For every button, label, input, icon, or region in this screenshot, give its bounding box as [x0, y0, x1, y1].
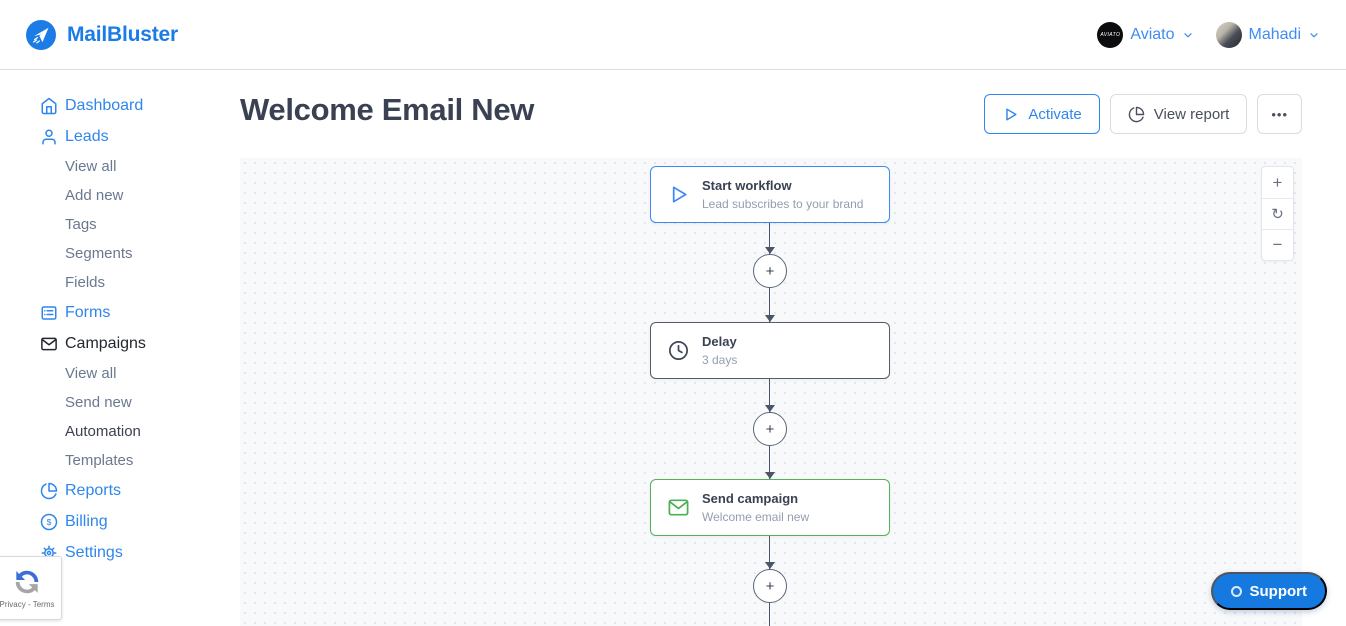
sidebar-item-label: Automation	[65, 422, 141, 440]
mail-icon	[666, 496, 690, 520]
sidebar-item-label: Leads	[65, 128, 109, 145]
sidebar-item-label: Segments	[65, 244, 133, 262]
play-icon	[666, 183, 690, 207]
home-icon	[40, 97, 58, 115]
paper-plane-logo-icon	[26, 19, 56, 50]
zoom-out-button[interactable]: −	[1262, 229, 1293, 260]
play-icon	[1002, 106, 1019, 123]
page-title: Welcome Email New	[240, 92, 535, 127]
send-campaign-node[interactable]: Send campaign Welcome email new	[650, 479, 890, 536]
minus-icon: −	[1272, 235, 1283, 254]
add-step-button[interactable]: +	[753, 412, 787, 446]
arrow-down-icon	[765, 562, 775, 569]
sidebar-item-leads-add-new[interactable]: Add new	[0, 185, 240, 205]
start-workflow-node[interactable]: Start workflow Lead subscribes to your b…	[650, 166, 890, 223]
mailbluster-logo[interactable]: MailBluster	[26, 19, 178, 50]
node-subtitle: Lead subscribes to your brand	[702, 197, 864, 211]
sidebar-item-segments[interactable]: Segments	[0, 243, 240, 263]
plus-icon: +	[765, 420, 775, 438]
arrow-down-icon	[765, 315, 775, 322]
user-menu[interactable]: Mahadi	[1215, 21, 1320, 48]
brand-name: MailBluster	[67, 22, 178, 46]
node-subtitle: Welcome email new	[702, 510, 810, 524]
node-title: Send campaign	[702, 491, 799, 506]
arrow-down-icon	[765, 472, 775, 479]
delay-node[interactable]: Delay 3 days	[650, 322, 890, 379]
recaptcha-badge[interactable]: Privacy - Terms	[0, 556, 62, 620]
sidebar-item-label: Send new	[65, 393, 132, 411]
sidebar-item-send-new[interactable]: Send new	[0, 392, 240, 412]
recaptcha-terms-link[interactable]: Privacy - Terms	[0, 600, 55, 609]
sidebar-item-label: Tags	[65, 215, 97, 233]
arrow-down-icon	[765, 405, 775, 412]
node-title: Delay	[702, 334, 737, 349]
sidebar-item-leads-view-all[interactable]: View all	[0, 156, 240, 176]
sidebar-item-label: Fields	[65, 273, 106, 291]
sidebar-item-label: Settings	[65, 544, 123, 561]
sidebar-item-label: Dashboard	[65, 97, 144, 114]
sidebar-item-label: View all	[65, 157, 117, 175]
dollar-icon: $	[40, 513, 58, 531]
business-name: Aviato	[1130, 25, 1175, 43]
activate-button[interactable]: Activate	[984, 94, 1100, 134]
sidebar-item-templates[interactable]: Templates	[0, 450, 240, 470]
sidebar-item-campaigns[interactable]: Campaigns	[0, 334, 240, 354]
canvas-zoom-controls: + ↻ −	[1261, 166, 1294, 261]
add-step-button[interactable]: +	[753, 254, 787, 288]
sidebar-item-fields[interactable]: Fields	[0, 272, 240, 292]
sidebar-item-label: View all	[65, 364, 117, 382]
plus-icon: +	[765, 262, 775, 280]
sidebar-item-label: Reports	[65, 482, 122, 499]
workflow-canvas[interactable]: Start workflow Lead subscribes to your b…	[240, 158, 1302, 626]
toolbar: Activate View report •••	[984, 94, 1302, 134]
refresh-icon: ↻	[1271, 206, 1284, 223]
arrow-down-icon	[765, 247, 775, 254]
sidebar-item-reports[interactable]: Reports	[0, 481, 240, 501]
sidebar-item-leads[interactable]: Leads	[0, 127, 240, 147]
plus-icon: +	[765, 577, 775, 595]
pie-chart-icon	[1128, 106, 1145, 123]
add-step-button[interactable]: +	[753, 569, 787, 603]
svg-text:$: $	[47, 517, 52, 527]
user-name: Mahadi	[1248, 25, 1301, 43]
business-avatar: AVIATO	[1097, 21, 1124, 48]
business-menu[interactable]: AVIATO Aviato	[1097, 21, 1194, 48]
support-label: Support	[1249, 582, 1308, 600]
top-navbar: MailBluster AVIATO Aviato Mahadi	[0, 0, 1346, 70]
recaptcha-icon	[12, 567, 42, 597]
chevron-down-icon	[1308, 29, 1320, 41]
reset-view-button[interactable]: ↻	[1262, 198, 1293, 229]
chevron-down-icon	[1182, 29, 1194, 41]
main-content: Welcome Email New Activate View report •…	[240, 70, 1346, 626]
view-report-label: View report	[1153, 105, 1230, 123]
node-subtitle: 3 days	[702, 353, 738, 367]
sidebar-item-tags[interactable]: Tags	[0, 214, 240, 234]
mail-icon	[40, 335, 58, 353]
sidebar: Dashboard Leads View all Add new Tags Se…	[0, 70, 240, 626]
sidebar-item-label: Templates	[65, 451, 134, 469]
pie-chart-icon	[40, 482, 58, 500]
clock-icon	[666, 339, 690, 363]
user-icon	[40, 128, 58, 146]
sidebar-item-label: Add new	[65, 186, 124, 204]
user-avatar	[1215, 21, 1242, 48]
sidebar-item-label: Forms	[65, 304, 111, 321]
sidebar-item-automation[interactable]: Automation	[0, 421, 240, 441]
node-title: Start workflow	[702, 178, 792, 193]
support-button[interactable]: Support	[1210, 572, 1327, 610]
more-actions-button[interactable]: •••	[1257, 94, 1302, 134]
sidebar-item-label: Campaigns	[65, 335, 146, 352]
sidebar-item-forms[interactable]: Forms	[0, 303, 240, 323]
sidebar-item-dashboard[interactable]: Dashboard	[0, 96, 240, 116]
support-status-icon	[1230, 585, 1242, 597]
form-icon	[40, 304, 58, 322]
sidebar-item-campaigns-view-all[interactable]: View all	[0, 363, 240, 383]
sidebar-item-billing[interactable]: $ Billing	[0, 512, 240, 532]
activate-label: Activate	[1028, 105, 1082, 123]
ellipsis-icon: •••	[1271, 106, 1288, 122]
plus-icon: +	[1272, 172, 1283, 192]
view-report-button[interactable]: View report	[1109, 94, 1248, 134]
zoom-in-button[interactable]: +	[1262, 167, 1293, 198]
sidebar-item-label: Billing	[65, 513, 108, 530]
